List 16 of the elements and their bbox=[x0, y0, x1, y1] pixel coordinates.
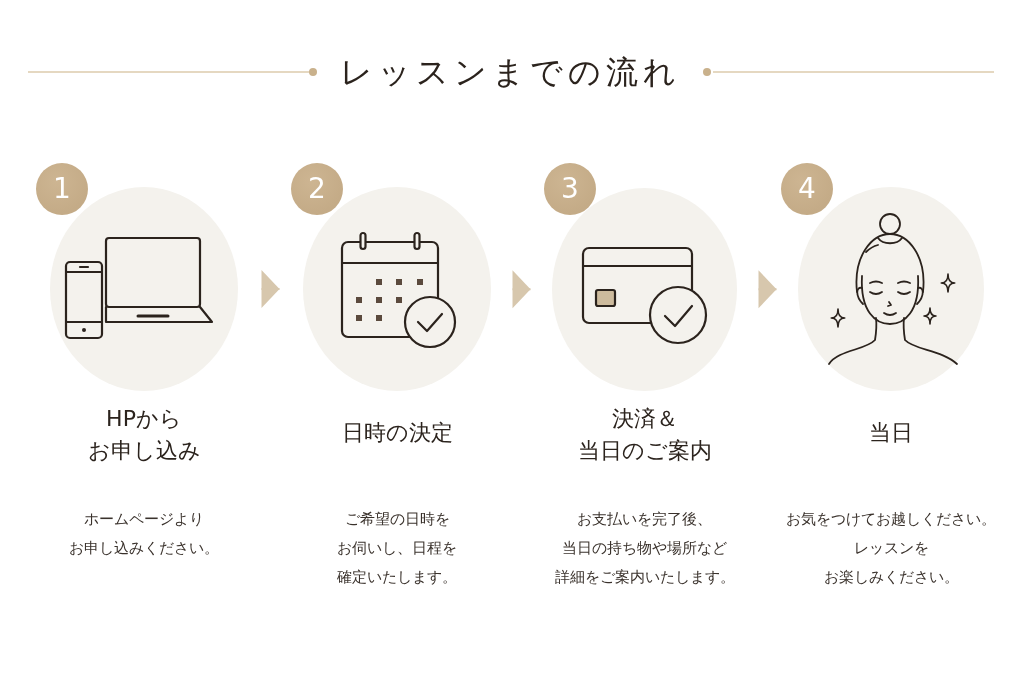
chevron-arrow bbox=[757, 270, 778, 309]
step-description: お気をつけてお越しください。レッスンをお楽しみください。 bbox=[786, 509, 996, 588]
step-number: 1 bbox=[36, 163, 88, 215]
chevron-arrow bbox=[260, 270, 281, 308]
step-heading: 日時の決定 bbox=[341, 419, 453, 447]
step-heading: 当日 bbox=[869, 419, 913, 447]
diagram-title: レッスンまでの流れ bbox=[339, 52, 681, 93]
chevron-arrow bbox=[511, 270, 532, 309]
step-heading: 決済＆当日のご案内 bbox=[577, 405, 712, 465]
step-description: ご希望の日時をお伺いし、日程を確定いたします。 bbox=[337, 509, 457, 588]
step-number: 2 bbox=[291, 163, 343, 215]
step-heading: HPからお申し込み bbox=[87, 405, 201, 465]
step-description: お支払いを完了後、当日の持ち物や場所など詳細をご案内いたします。 bbox=[554, 509, 735, 588]
step-description: ホームページよりお申し込みください。 bbox=[69, 509, 219, 559]
step-number: 3 bbox=[544, 163, 596, 215]
step-number: 4 bbox=[781, 163, 833, 215]
